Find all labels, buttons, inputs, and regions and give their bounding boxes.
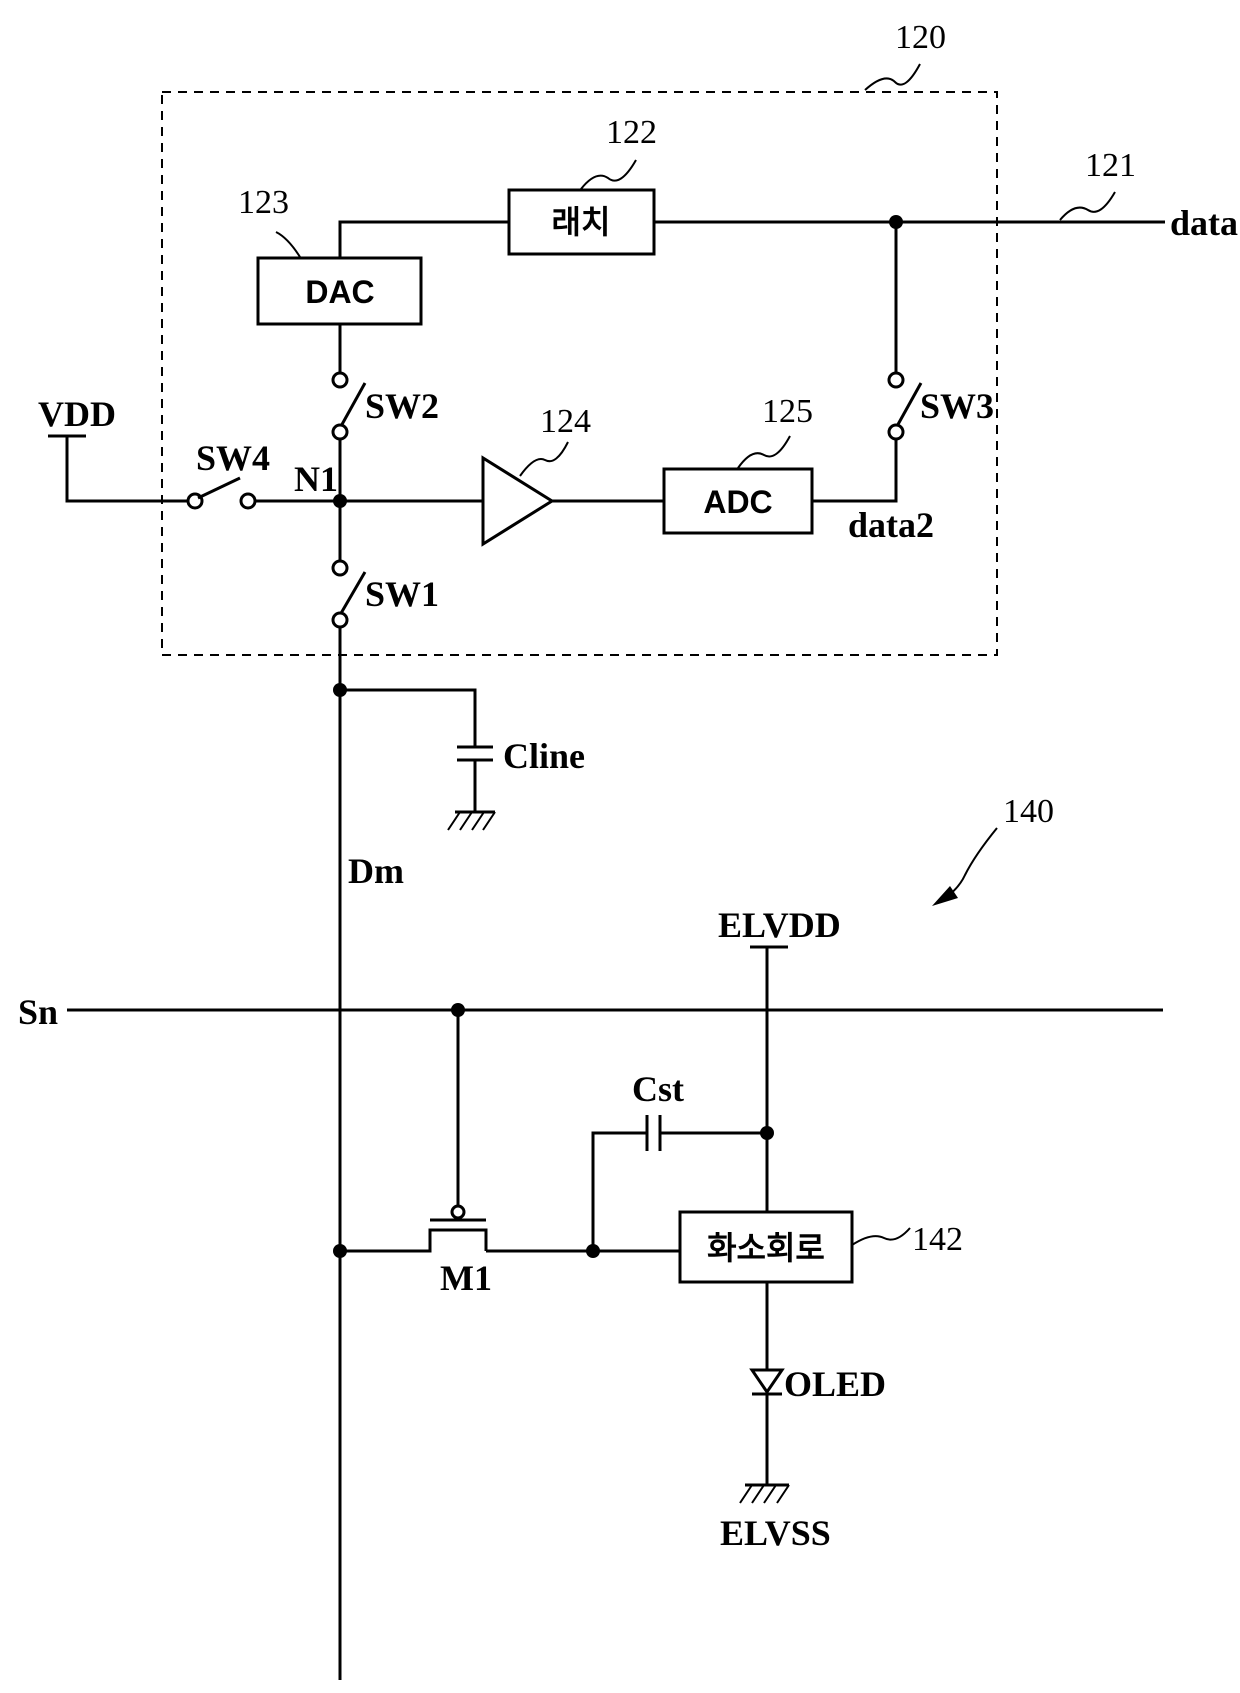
ref-pixel-circuit: 142: [912, 1221, 963, 1258]
sw1-blade: [340, 572, 365, 615]
ref-latch: 122: [606, 114, 657, 151]
buffer-amp: [483, 458, 552, 544]
adc-leader: [738, 436, 790, 468]
driver-leader: [865, 64, 920, 90]
label-vdd: VDD: [38, 394, 116, 434]
label-m1: M1: [440, 1258, 492, 1298]
sw2-contact-bottom: [333, 425, 347, 439]
label-oled: OLED: [784, 1364, 886, 1404]
sw2-contact-top: [333, 373, 347, 387]
dac-leader: [276, 232, 300, 257]
wire-vdd-sw4: [67, 436, 188, 501]
ref-driver: 120: [895, 19, 946, 56]
ground-hatch-cline: [448, 812, 495, 830]
sw3-blade: [896, 383, 921, 428]
sw1-contact-top: [333, 561, 347, 575]
driver-boundary: [162, 92, 997, 655]
label-n1: N1: [294, 459, 338, 499]
data-line-leader: [1060, 192, 1115, 220]
label-sw3: SW3: [920, 386, 994, 426]
label-cline: Cline: [503, 736, 585, 776]
sw3-contact-bottom: [889, 425, 903, 439]
m1-gate-bubble: [452, 1206, 464, 1218]
wire-cline: [340, 690, 475, 747]
buffer-leader: [520, 442, 568, 476]
sw4-contact-right: [241, 494, 255, 508]
pixel-arrowhead: [932, 886, 958, 906]
ref-data-line: 121: [1085, 147, 1136, 184]
label-elvss: ELVSS: [720, 1513, 831, 1553]
junction-m1-cst: [586, 1244, 600, 1258]
wire-latch-dac: [340, 222, 509, 258]
ref-pixel: 140: [1003, 793, 1054, 830]
pixel-circuit-label: 화소회로: [707, 1230, 825, 1266]
ground-hatch-elvss: [740, 1485, 789, 1503]
ref-buffer: 124: [540, 403, 591, 440]
ref-dac: 123: [238, 184, 289, 221]
oled-diode: [752, 1370, 782, 1392]
sw4-blade: [198, 478, 240, 498]
sw1-contact-bottom: [333, 613, 347, 627]
junction-dm-m1: [333, 1244, 347, 1258]
m1-channel: [340, 1230, 486, 1251]
latch-label: 래치: [552, 204, 611, 240]
label-data2: data2: [848, 505, 934, 545]
latch-leader: [581, 160, 636, 189]
ref-adc: 125: [762, 393, 813, 430]
label-sw2: SW2: [365, 386, 439, 426]
label-data1: data1: [1170, 203, 1240, 243]
sw2-blade: [340, 383, 365, 428]
label-sn: Sn: [18, 992, 58, 1032]
label-cst: Cst: [632, 1069, 684, 1109]
label-dm: Dm: [348, 851, 404, 891]
label-elvdd: ELVDD: [718, 905, 841, 945]
label-sw4: SW4: [196, 438, 270, 478]
pixel-circuit-leader: [852, 1228, 910, 1245]
sw3-contact-top: [889, 373, 903, 387]
adc-label: ADC: [703, 484, 772, 520]
label-sw1: SW1: [365, 574, 439, 614]
wire-cst-left: [593, 1133, 647, 1251]
wire-sw3-adc: [812, 439, 896, 501]
dac-label: DAC: [305, 274, 374, 310]
